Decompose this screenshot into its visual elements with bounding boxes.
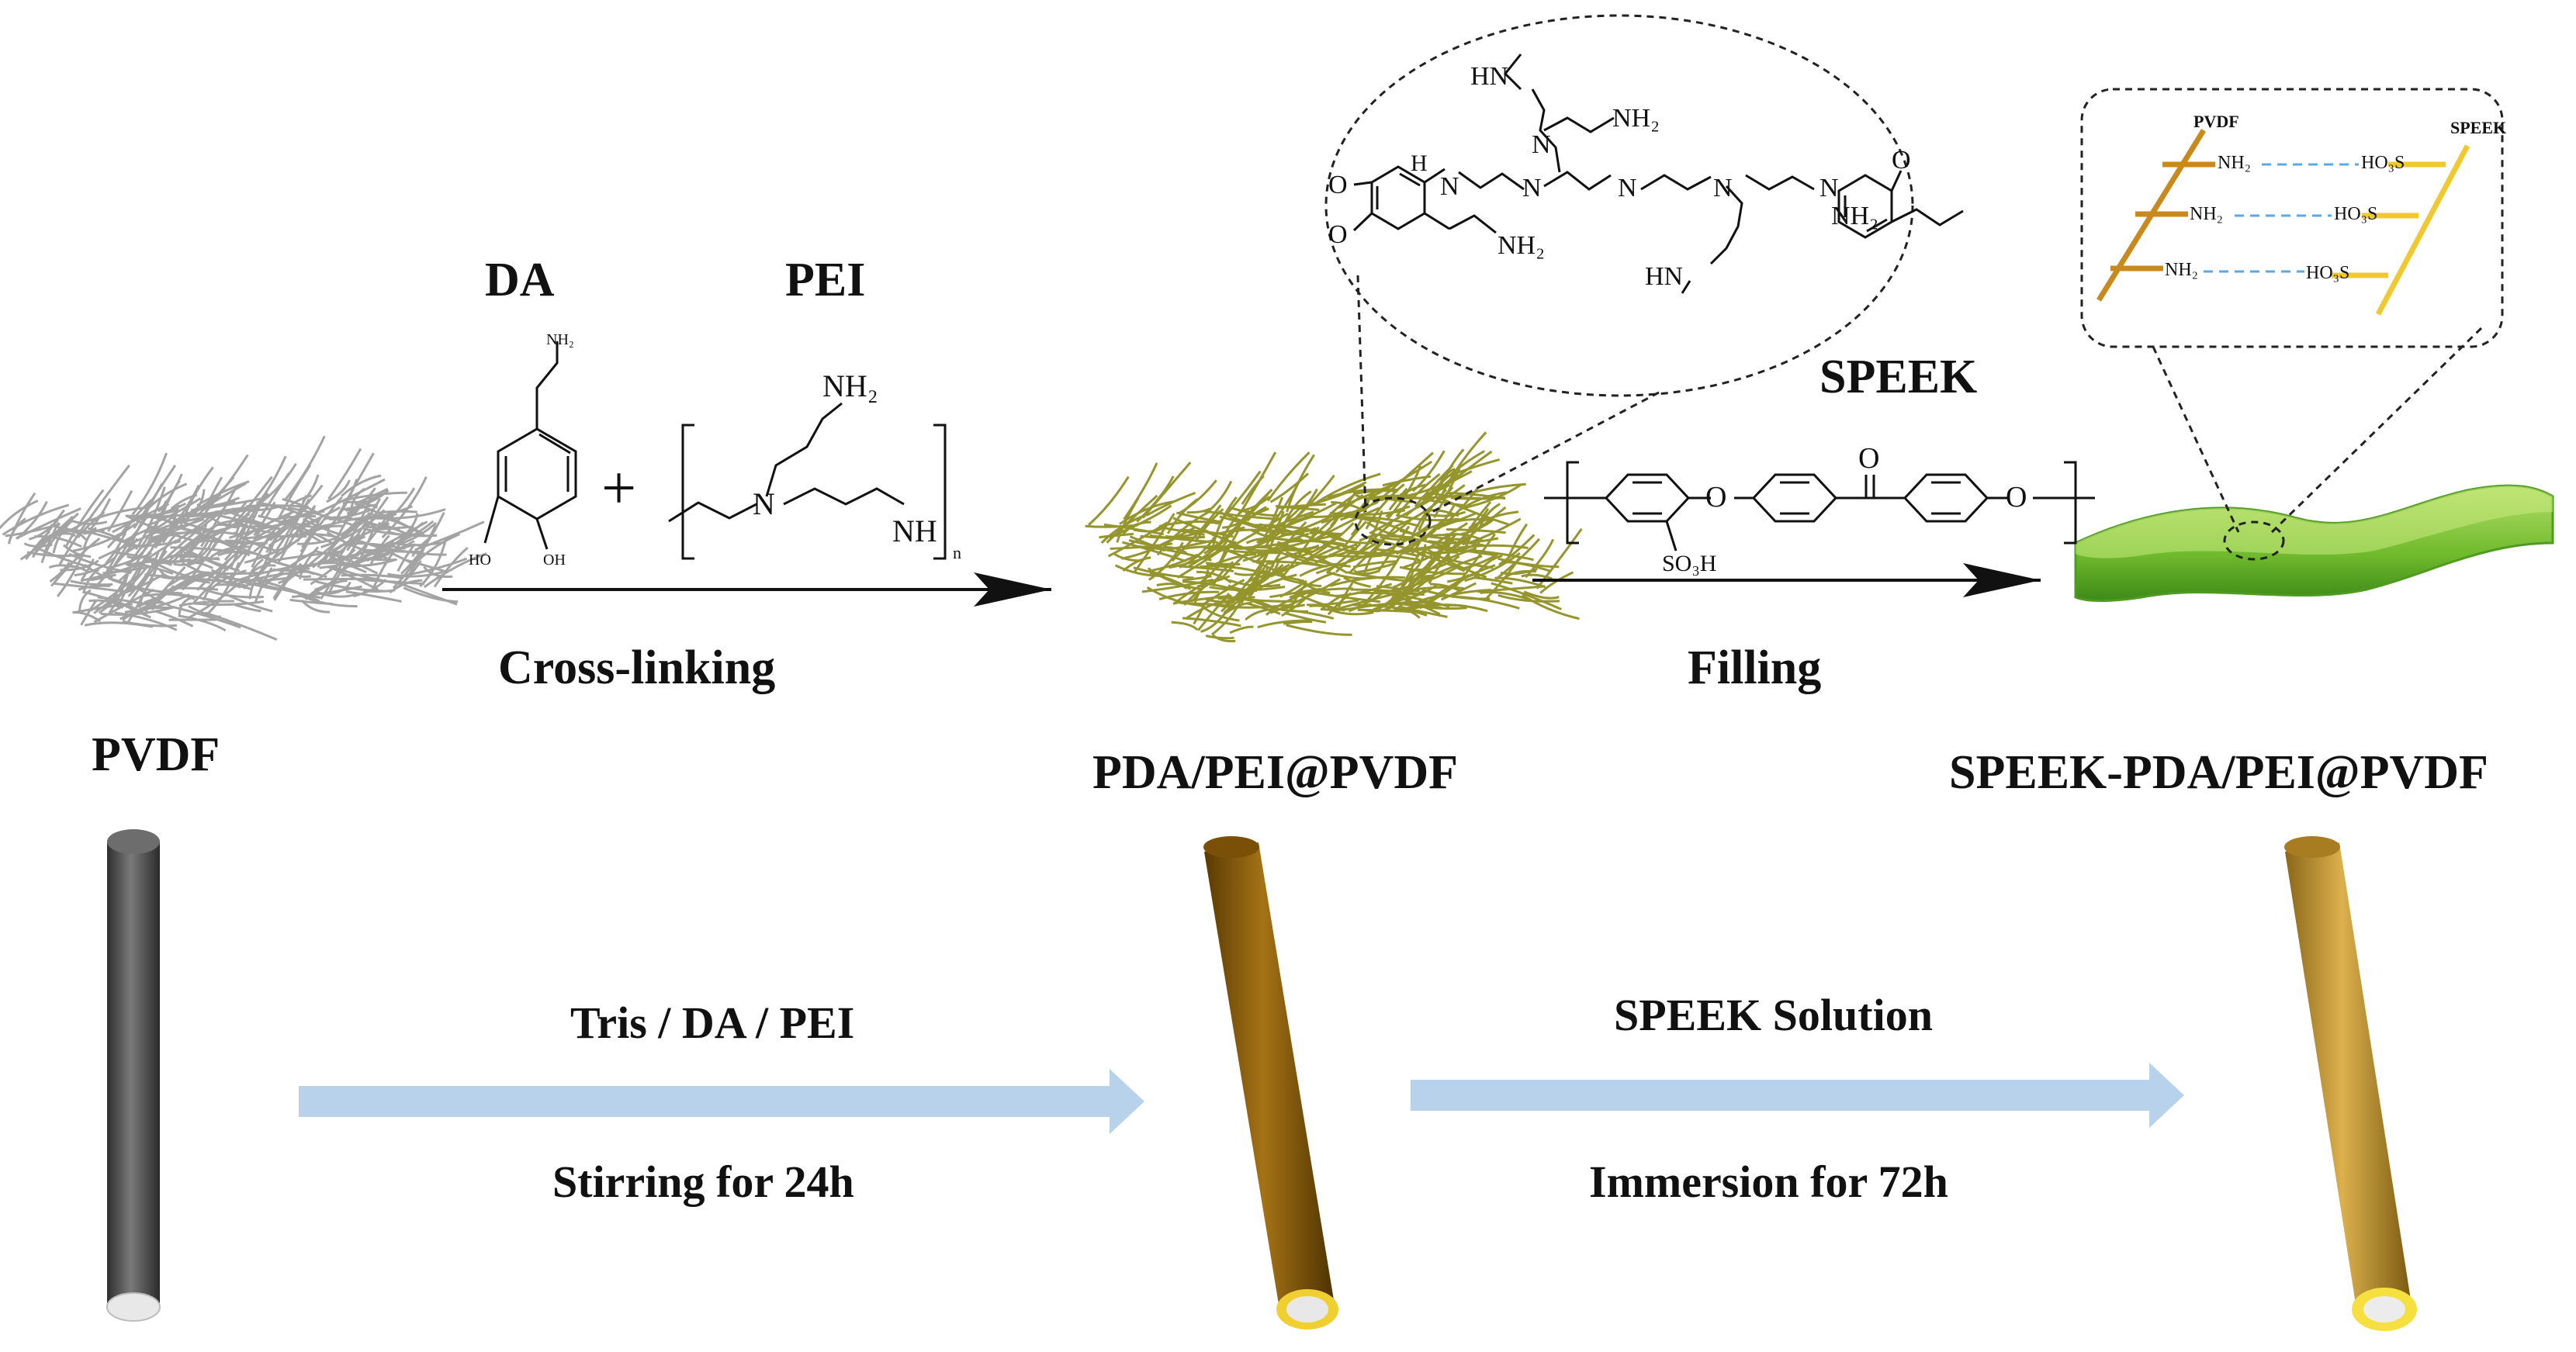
speek-label: SPEEK [1819, 353, 1977, 401]
pda-pei-fiber-mat-image [1085, 432, 1582, 641]
zoom-n4: N [1618, 175, 1637, 202]
pei-nh2: NH₂ [822, 371, 878, 402]
immersion-arrow [1411, 1063, 2184, 1128]
fiber-strand [1099, 534, 1134, 537]
zoom-nh2-right: NH₂ [1831, 203, 1878, 230]
da-nh2: NH₂ [546, 332, 574, 348]
fiber-strand [85, 623, 153, 628]
arrow2-top-label: SPEEK Solution [1614, 993, 1933, 1038]
da-label: DA [485, 256, 555, 304]
zoom-nh2-left: NH₂ [1497, 233, 1545, 259]
zoom-o-left2: O [1328, 222, 1348, 248]
speek-pda-pei-pvdf-stage-label: SPEEK-PDA/PEI@PVDF [1949, 749, 2488, 797]
inset-speek-label: SPEEK [2450, 119, 2506, 137]
fiber-strand [1368, 462, 1432, 499]
fiber-strand [328, 448, 361, 499]
speek-pda-pei-rod [2284, 836, 2417, 1331]
stirring-arrow [299, 1069, 1144, 1134]
fiber-strand [1206, 636, 1234, 638]
filling-label: Filling [1688, 644, 1821, 692]
arrow1-bottom-label: Stirring for 24h [552, 1160, 854, 1205]
pda-pei-pvdf-stage-label: PDA/PEI@PVDF [1092, 749, 1458, 797]
zoom-o-left1: O [1328, 172, 1348, 199]
inset-nh2-2: NH₂ [2190, 205, 2223, 223]
zoom-nh2-top: NH₂ [1612, 105, 1660, 132]
pvdf-fiber-mat-image [0, 436, 486, 639]
arrow1-top-label: Tris / DA / PEI [570, 1001, 854, 1046]
speek-o1: O [1705, 482, 1726, 512]
inset-ho3s-1: HO₃S [2361, 154, 2405, 172]
pei-n-subscript: n [953, 545, 961, 562]
pvdf-rod [107, 829, 160, 1321]
zoom-line-left [1358, 275, 1366, 512]
fiber-strand [246, 506, 309, 507]
zoom-n-quinone-right: N [1819, 175, 1839, 202]
chem-zoom-callout [1326, 16, 1913, 396]
fiber-strand [303, 475, 318, 503]
zoom-h: H [1411, 152, 1428, 175]
inset-line-left [2153, 347, 2238, 532]
crosslinking-label: Cross-linking [498, 644, 775, 692]
speek-membrane-image [2076, 486, 2553, 600]
zoom-hn-top: HN [1470, 64, 1508, 90]
speek-so3h: SO₃H [1662, 552, 1716, 576]
pei-n: N [753, 489, 775, 520]
speek-o3: O [2006, 482, 2027, 512]
plus-sign: + [601, 458, 636, 520]
da-ho: HO [469, 552, 491, 568]
inset-nh2-3: NH₂ [2165, 261, 2198, 279]
fiber-strand [1089, 477, 1128, 525]
pei-nh: NH [892, 516, 937, 547]
fiber-strand [1234, 572, 1265, 575]
fiber-strand [71, 581, 113, 585]
bonding-inset-box [2082, 89, 2502, 347]
pvdf-stage-label: PVDF [92, 731, 220, 779]
fiber-strand [1286, 625, 1352, 635]
inset-pvdf-label: PVDF [2193, 113, 2239, 130]
arrow2-bottom-label: Immersion for 72h [1589, 1160, 1948, 1205]
speek-o2: O [1858, 444, 1879, 473]
zoom-n2: N [1522, 175, 1542, 202]
inset-nh2-1: NH₂ [2218, 154, 2251, 172]
da-structure-bonds [485, 341, 576, 549]
zoom-n3: N [1532, 132, 1551, 158]
zoom-n5: N [1713, 175, 1733, 202]
fiber-strand [1230, 627, 1253, 633]
inset-ho3s-3: HO₃S [2306, 264, 2349, 282]
da-oh: OH [543, 552, 566, 568]
zoom-hn-bottom: HN [1645, 264, 1683, 290]
zoom-o-right: O [1892, 147, 1911, 174]
pei-label: PEI [785, 256, 865, 304]
zoom-n1: N [1440, 174, 1459, 200]
pda-pei-rod [1203, 836, 1338, 1330]
inset-ho3s-2: HO₃S [2334, 205, 2377, 223]
